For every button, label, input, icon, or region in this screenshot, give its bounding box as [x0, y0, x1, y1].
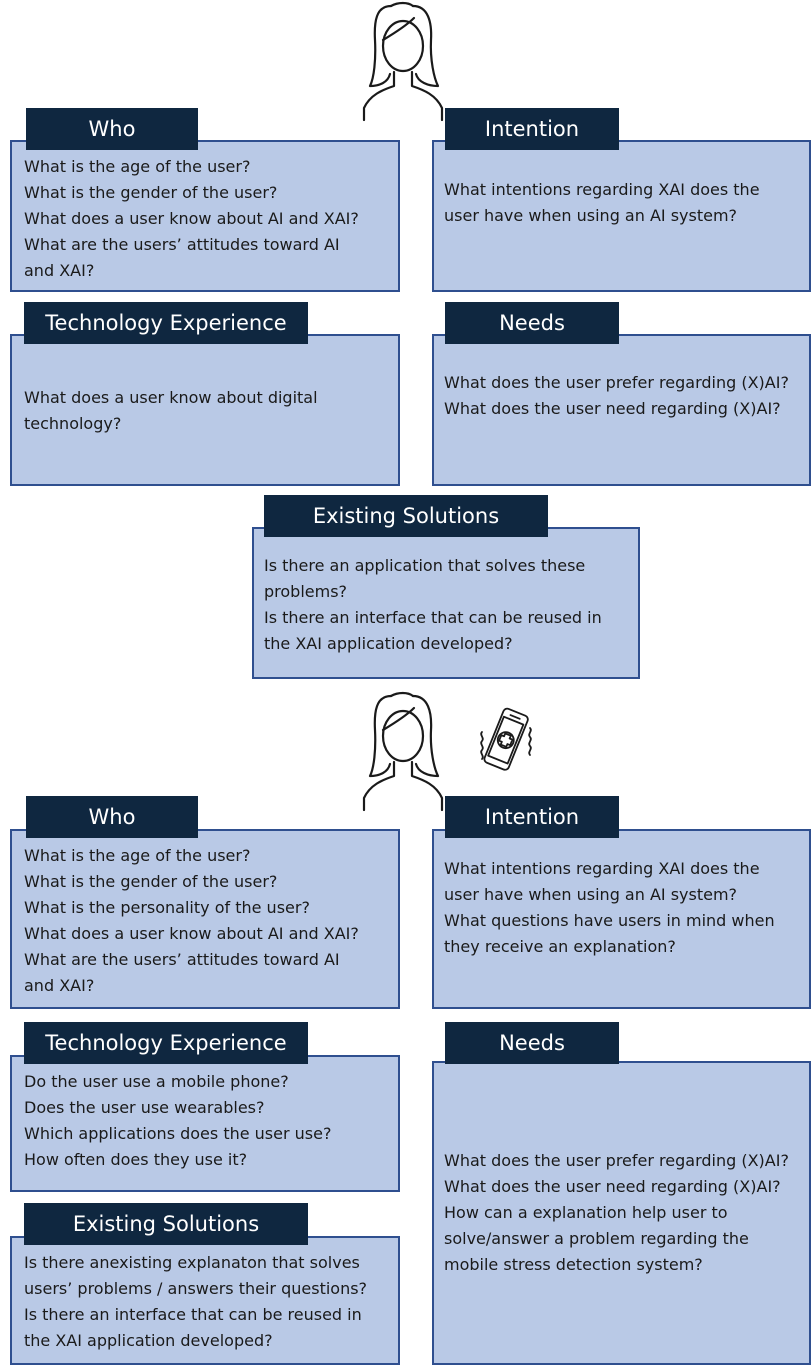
question-line: What does a user know about AI and XAI? [24, 924, 359, 943]
existing-solutions-header: Existing Solutions [264, 495, 548, 537]
question-line: Is there an interface that can be reused… [264, 608, 602, 627]
question-line: What is the age of the user? [24, 157, 251, 176]
who-title: Who [88, 805, 136, 829]
who-questions: What is the age of the user? What is the… [24, 154, 359, 284]
question-line: the XAI application developed? [264, 634, 513, 653]
question-line: What does the user need regarding (X)AI? [444, 1177, 781, 1196]
intention-box [432, 829, 811, 1009]
question-line: What are the users’ attitudes toward AI [24, 950, 340, 969]
intention-header: Intention [445, 796, 619, 838]
who-box [10, 140, 400, 292]
vibrating-phone-icon [480, 707, 532, 771]
question-line: mobile stress detection system? [444, 1255, 703, 1274]
question-line: technology? [24, 414, 122, 433]
question-line: What does a user know about AI and XAI? [24, 209, 359, 228]
question-line: user have when using an AI system? [444, 885, 738, 904]
intention-box [432, 140, 811, 292]
technology-experience-box [10, 1055, 400, 1192]
existing-solutions-questions: Is there an application that solves thes… [264, 553, 602, 657]
question-line: What is the gender of the user? [24, 872, 278, 891]
question-line: Do the user use a mobile phone? [24, 1072, 289, 1091]
question-line: What does the user prefer regarding (X)A… [444, 1151, 789, 1170]
technology-experience-header: Technology Experience [24, 1022, 308, 1064]
question-line: How can a explanation help user to [444, 1203, 728, 1222]
needs-questions: What does the user prefer regarding (X)A… [444, 1148, 789, 1278]
needs-header: Needs [445, 302, 619, 344]
technology-experience-title: Technology Experience [45, 311, 287, 335]
question-line: What does a user know about digital [24, 388, 318, 407]
intention-questions: What intentions regarding XAI does the u… [444, 177, 760, 229]
existing-solutions-title: Existing Solutions [72, 1212, 260, 1236]
question-line: users’ problems / answers their question… [24, 1279, 368, 1298]
who-title: Who [88, 117, 136, 141]
question-line: What intentions regarding XAI does the [444, 859, 760, 878]
technology-experience-box [10, 334, 400, 486]
existing-solutions-header: Existing Solutions [24, 1203, 308, 1245]
who-header: Who [26, 108, 198, 150]
question-line: problems? [264, 582, 348, 601]
question-line: What is the age of the user? [24, 846, 251, 865]
question-line: the XAI application developed? [24, 1331, 273, 1350]
question-line: What does the user need regarding (X)AI? [444, 399, 781, 418]
technology-experience-questions: What does a user know about digital tech… [24, 385, 318, 437]
question-line: What is the gender of the user? [24, 183, 278, 202]
question-line: and XAI? [24, 261, 95, 280]
needs-title: Needs [499, 311, 565, 335]
question-line: solve/answer a problem regarding the [444, 1229, 749, 1248]
who-box [10, 829, 400, 1009]
person-icon [362, 691, 444, 812]
existing-solutions-questions: Is there anexisting explanaton that solv… [24, 1250, 367, 1354]
question-line: Is there an interface that can be reused… [24, 1305, 362, 1324]
question-line: What are the users’ attitudes toward AI [24, 235, 340, 254]
question-line: Which applications does the user use? [24, 1124, 332, 1143]
question-line: What questions have users in mind when [444, 911, 775, 930]
question-line: Is there anexisting explanaton that solv… [24, 1253, 360, 1272]
needs-box [432, 1061, 811, 1365]
existing-solutions-title: Existing Solutions [312, 504, 500, 528]
needs-questions: What does the user prefer regarding (X)A… [444, 370, 789, 422]
intention-title: Intention [484, 805, 580, 829]
intention-title: Intention [484, 117, 580, 141]
question-line: user have when using an AI system? [444, 206, 738, 225]
question-line: What intentions regarding XAI does the [444, 180, 760, 199]
needs-header: Needs [445, 1022, 619, 1064]
needs-box [432, 334, 811, 486]
needs-title: Needs [499, 1031, 565, 1055]
question-line: What does the user prefer regarding (X)A… [444, 373, 789, 392]
question-line: they receive an explanation? [444, 937, 676, 956]
person-icon [362, 1, 444, 122]
question-line: Does the user use wearables? [24, 1098, 265, 1117]
question-line: Is there an application that solves thes… [264, 556, 586, 575]
intention-questions: What intentions regarding XAI does the u… [444, 856, 775, 960]
technology-experience-title: Technology Experience [45, 1031, 287, 1055]
question-line: How often does they use it? [24, 1150, 248, 1169]
question-line: What is the personality of the user? [24, 898, 310, 917]
intention-header: Intention [445, 108, 619, 150]
existing-solutions-box [252, 527, 640, 679]
technology-experience-questions: Do the user use a mobile phone? Does the… [24, 1069, 331, 1173]
who-questions: What is the age of the user? What is the… [24, 843, 359, 999]
question-line: and XAI? [24, 976, 95, 995]
who-header: Who [26, 796, 198, 838]
technology-experience-header: Technology Experience [24, 302, 308, 344]
